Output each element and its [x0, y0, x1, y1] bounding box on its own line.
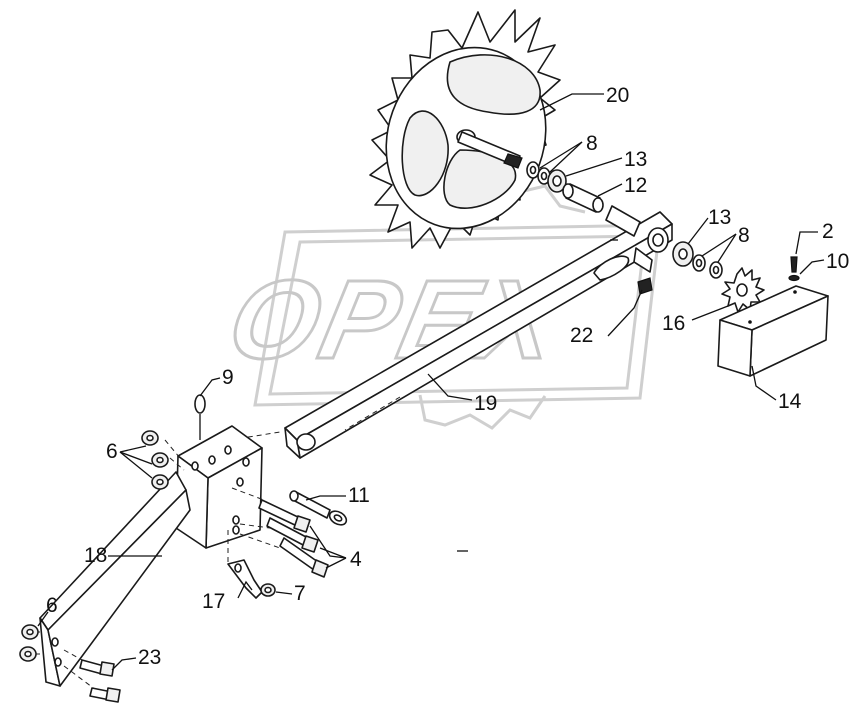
ring-part-9 [194, 394, 206, 440]
callout-8-lower: 8 [738, 224, 750, 247]
nut-part-7 [260, 583, 276, 597]
nuts-part-6-lower [19, 624, 39, 662]
bearing-part-13-lower [672, 241, 694, 267]
callout-6-lower: 6 [46, 594, 58, 617]
callout-18: 18 [84, 544, 107, 567]
pin-part-11 [289, 490, 348, 526]
callout-12: 12 [624, 174, 647, 197]
cover-part-14 [717, 285, 829, 377]
callout-11: 11 [348, 484, 370, 507]
callout-2: 2 [822, 220, 834, 243]
nuts-part-6-upper [141, 430, 169, 490]
callout-16: 16 [662, 312, 685, 335]
callout-14: 14 [778, 390, 802, 413]
callout-10: 10 [826, 250, 849, 273]
bolts-part-4 [258, 499, 329, 578]
clip-part-17 [227, 559, 263, 599]
bolts-part-23 [79, 659, 121, 703]
callout-9: 9 [222, 366, 234, 389]
bearing-part-13-upper [547, 169, 567, 193]
callout-7: 7 [294, 582, 306, 605]
arm-part-19 [229, 205, 673, 459]
callout-13-lower: 13 [708, 206, 731, 229]
reference-marks [457, 239, 618, 552]
small-sprocket-part-16 [721, 267, 765, 313]
callout-20: 20 [606, 84, 629, 107]
sprocket-wheel-part-20 [369, 9, 561, 249]
leader-lines [37, 93, 825, 671]
callout-17: 17 [202, 590, 225, 613]
callout-8-upper: 8 [586, 132, 598, 155]
callout-labels: 20 8 13 12 13 8 2 10 16 22 14 19 9 6 11 … [46, 84, 849, 669]
callout-22: 22 [570, 324, 593, 347]
callout-13-upper: 13 [624, 148, 647, 171]
spacer-tube-part-12 [562, 183, 604, 213]
washers-part-8-upper [526, 161, 551, 185]
callout-23: 23 [138, 646, 161, 669]
bracket-part-18 [30, 425, 281, 691]
callout-19: 19 [474, 392, 497, 415]
washers-part-8-lower [692, 254, 723, 279]
washer-part-10 [788, 274, 800, 282]
screw-part-2 [790, 256, 798, 273]
callout-4: 4 [350, 548, 362, 571]
callout-6-upper: 6 [106, 440, 118, 463]
